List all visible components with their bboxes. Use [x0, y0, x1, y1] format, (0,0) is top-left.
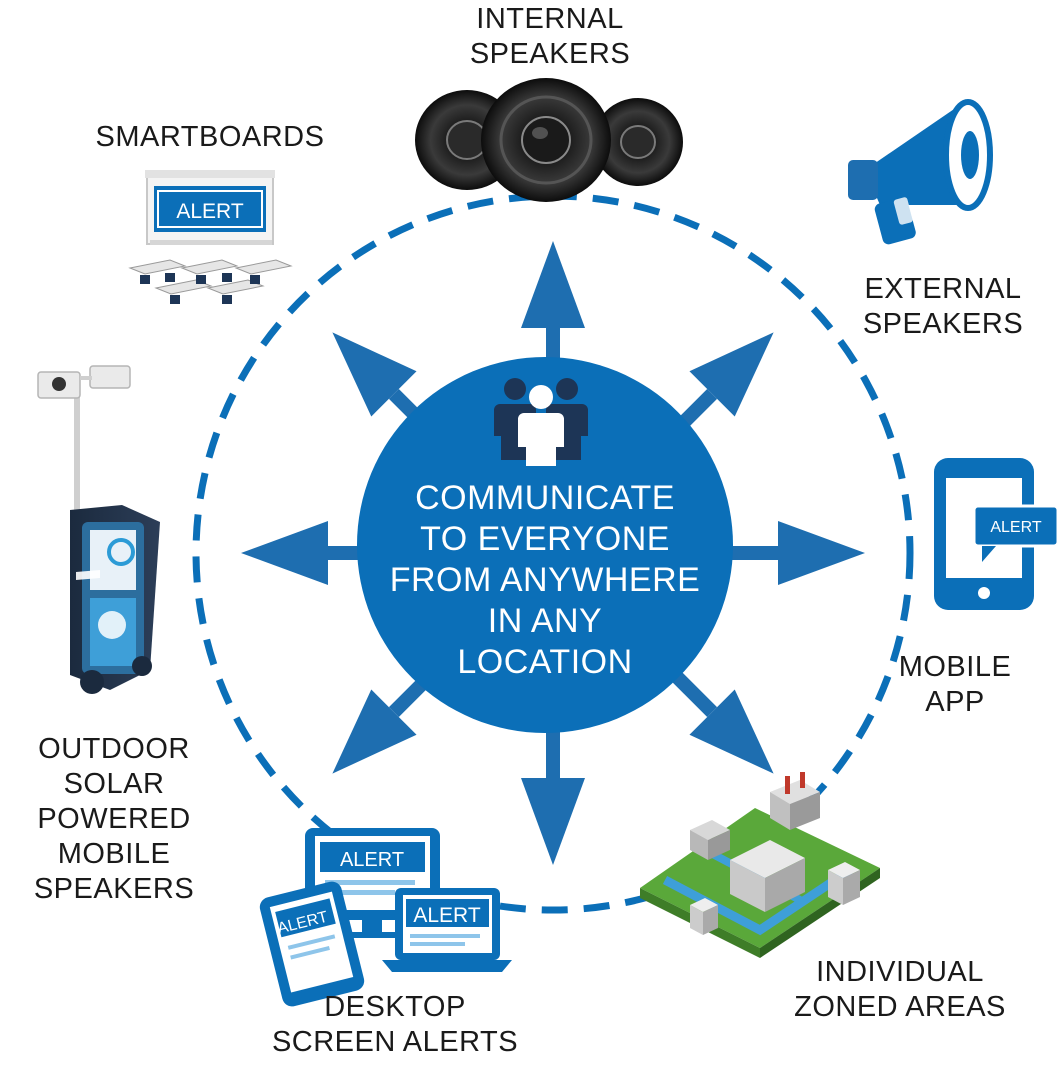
devices-icon: ALERT ALERT ALERT [259, 828, 512, 1007]
label-solar-speakers-line-4: MOBILE [57, 838, 171, 870]
label-smartboards: SMARTBOARDS [70, 120, 350, 155]
center-line-3: FROM ANYWHERE [389, 561, 701, 599]
laptop-alert-badge: ALERT [413, 904, 480, 927]
label-solar-speakers-line-2: SOLAR [63, 768, 165, 800]
solar-trailer-icon [37, 365, 160, 694]
center-message: COMMUNICATE TO EVERYONE FROM ANYWHERE IN… [370, 478, 720, 683]
label-zoned-areas-line-1: INDIVIDUAL [816, 956, 984, 988]
center-line-1: COMMUNICATE [415, 479, 675, 517]
smartboard-alert-badge: ALERT [176, 200, 243, 223]
label-desktop-alerts-line-1: DESKTOP [324, 991, 466, 1023]
speakers-icon [415, 78, 683, 202]
label-external-speakers-line-1: EXTERNAL [864, 273, 1022, 305]
smartboard-classroom-icon: ALERT [128, 170, 293, 304]
label-internal-speakers-line-2: SPEAKERS [469, 38, 631, 70]
label-solar-speakers: OUTDOOR SOLAR POWERED MOBILE SPEAKERS [14, 732, 214, 907]
label-external-speakers: EXTERNAL SPEAKERS [838, 272, 1048, 342]
center-circle [357, 357, 733, 733]
label-zoned-areas-line-2: ZONED AREAS [794, 991, 1006, 1023]
label-mobile-app-line-1: MOBILE [898, 651, 1012, 683]
label-external-speakers-line-2: SPEAKERS [862, 308, 1024, 340]
label-internal-speakers: INTERNAL SPEAKERS [420, 2, 680, 72]
smartphone-icon: ALERT [934, 458, 1060, 610]
center-line-2: TO EVERYONE [420, 520, 670, 558]
label-solar-speakers-line-3: POWERED [37, 803, 191, 835]
label-mobile-app-line-2: APP [925, 686, 985, 718]
label-desktop-alerts: DESKTOP SCREEN ALERTS [250, 990, 540, 1060]
label-solar-speakers-line-5: SPEAKERS [33, 873, 195, 905]
phone-alert-badge: ALERT [990, 519, 1042, 536]
label-desktop-alerts-line-2: SCREEN ALERTS [271, 1026, 519, 1058]
label-solar-speakers-line-1: OUTDOOR [38, 733, 190, 765]
group-of-people-icon [494, 378, 588, 466]
center-line-5: LOCATION [457, 643, 633, 681]
monitor-alert-badge: ALERT [340, 849, 404, 871]
label-internal-speakers-line-1: INTERNAL [476, 3, 624, 35]
center-line-4: IN ANY [487, 602, 603, 640]
label-mobile-app: MOBILE APP [880, 650, 1030, 720]
label-zoned-areas: INDIVIDUAL ZONED AREAS [770, 955, 1030, 1025]
city-map-icon [640, 772, 880, 958]
label-smartboards-line-1: SMARTBOARDS [95, 121, 325, 153]
megaphone-icon [848, 99, 993, 245]
